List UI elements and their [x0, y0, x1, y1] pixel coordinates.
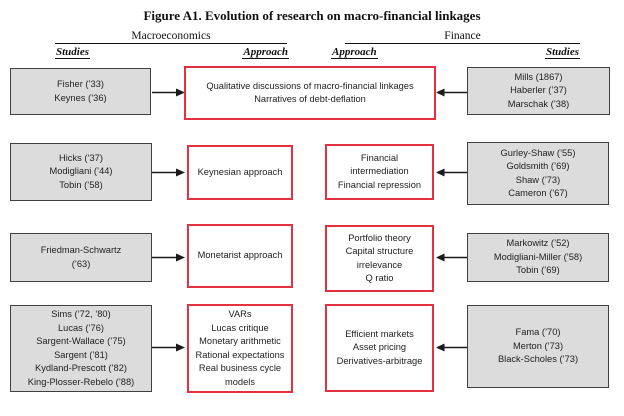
- macro-approach-box-row2: Keynesian approach: [187, 145, 293, 200]
- finance-studies-box-row1: Mills (1867) Haberler (’37) Marschak (’3…: [467, 67, 610, 115]
- arrow-right-icon: [152, 343, 185, 352]
- arrow-left-icon: [436, 168, 467, 177]
- finance-approach-box-row3: Portfolio theory Capital structure irrel…: [325, 225, 434, 292]
- macroeconomics-section-header: Macroeconomics: [55, 30, 287, 44]
- arrow-left-icon: [436, 343, 467, 352]
- macro-approach-column-header: Approach: [242, 46, 289, 59]
- finance-approach-box-row4: Efficient markets Asset pricing Derivati…: [325, 304, 434, 392]
- finance-studies-box-row2: Gurley-Shaw (’55) Goldsmith (’69) Shaw (…: [467, 142, 609, 205]
- macro-approach-box-row4: VARs Lucas critique Monetary arithmetic …: [187, 304, 293, 393]
- macro-studies-box-row1: Fisher (’33) Keynes (’36): [10, 68, 151, 115]
- finance-studies-box-row3: Markowitz (’52) Modigliani-Miller (’58) …: [467, 233, 609, 282]
- arrow-right-icon: [152, 88, 185, 97]
- arrow-right-icon: [152, 168, 185, 177]
- arrow-left-icon: [436, 253, 467, 262]
- finance-studies-box-row4: Fama (’70) Merton (’73) Black-Scholes (’…: [467, 305, 609, 388]
- finance-studies-column-header: Studies: [544, 46, 580, 59]
- macro-studies-box-row4: Sims (’72, ’80) Lucas (’76) Sargent-Wall…: [10, 305, 152, 392]
- macro-studies-box-row3: Friedman-Schwartz (’63): [10, 233, 152, 282]
- figure-title: Figure A1. Evolution of research on macr…: [143, 8, 481, 23]
- finance-subheaders: Approach Studies: [331, 46, 580, 59]
- finance-section-header: Finance: [345, 30, 580, 44]
- arrow-right-icon: [152, 253, 185, 262]
- finance-approach-box-row2: Financial intermediation Financial repre…: [325, 144, 434, 200]
- macro-studies-column-header: Studies: [55, 46, 91, 59]
- macro-approach-box-row3: Monetarist approach: [187, 224, 293, 288]
- macro-studies-box-row2: Hicks (’37) Modigliani (’44) Tobin (’58): [10, 143, 152, 201]
- arrow-left-icon: [436, 88, 467, 97]
- approach-box-row1: Qualitative discussions of macro-financi…: [184, 66, 436, 120]
- macro-subheaders: Studies Approach: [55, 46, 289, 59]
- finance-approach-column-header: Approach: [331, 46, 378, 59]
